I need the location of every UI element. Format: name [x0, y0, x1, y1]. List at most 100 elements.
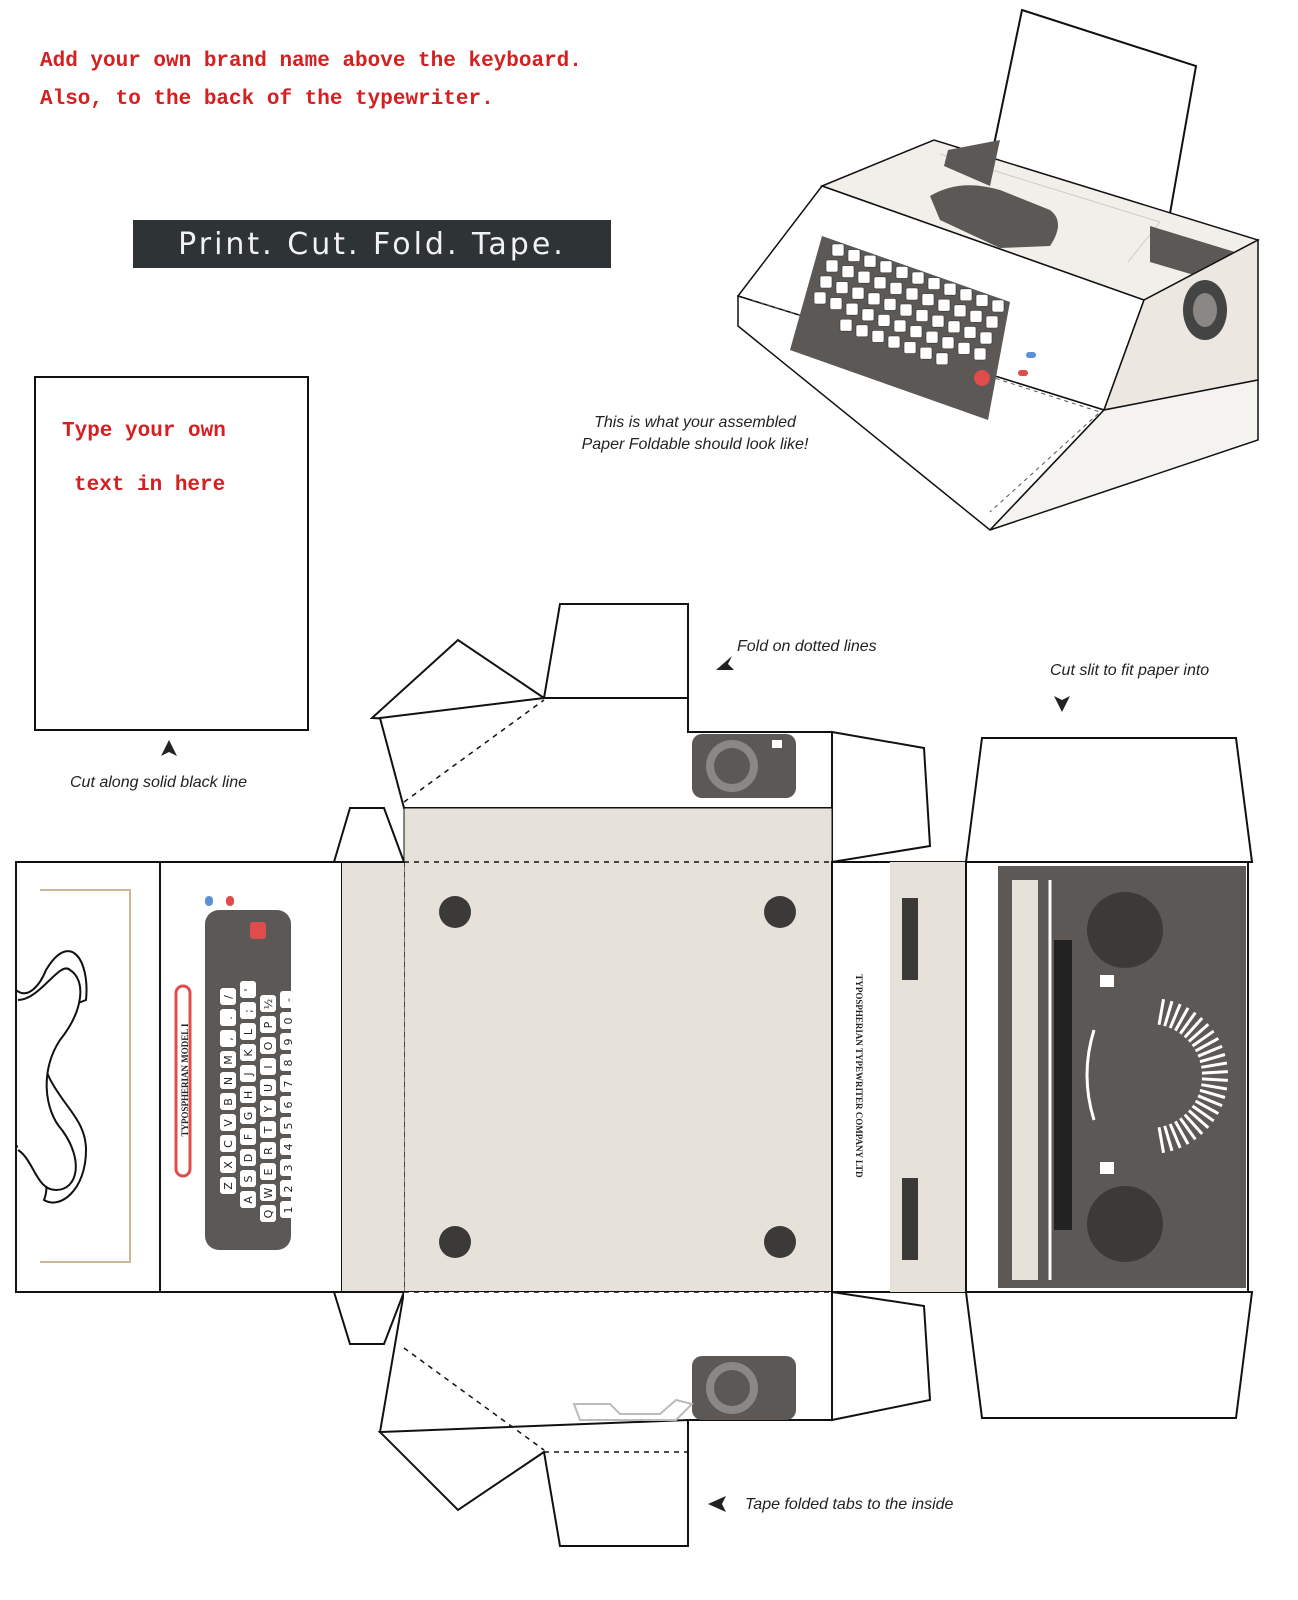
mini-key — [979, 331, 993, 345]
key-label: U — [262, 1084, 275, 1092]
key — [220, 1009, 236, 1026]
typebar — [1199, 1088, 1226, 1099]
key-label: 4 — [282, 1144, 295, 1151]
instruction-brand-back: Also, to the back of the typewriter. — [40, 88, 494, 111]
key — [280, 1201, 296, 1218]
mini-key — [963, 326, 977, 339]
key-label: 3 — [282, 1165, 295, 1172]
key-label: A — [242, 1196, 255, 1204]
typebar — [1191, 1029, 1215, 1048]
mini-key — [959, 288, 973, 302]
key — [260, 1142, 276, 1159]
mini-key — [969, 310, 983, 323]
key — [240, 1002, 256, 1019]
key-label: C — [222, 1140, 235, 1148]
key — [220, 1093, 236, 1110]
flat-template: 1234567890-QWERTYUIOP½ASDFGHJKL;'ZXCVBNM… — [15, 603, 1254, 1547]
key-label: J — [242, 1072, 255, 1076]
note-fold-lines: Fold on dotted lines — [737, 638, 877, 655]
key-label: Y — [262, 1105, 275, 1113]
key-label: G — [242, 1112, 255, 1121]
key-label: T — [262, 1126, 275, 1134]
mini-key — [931, 314, 945, 328]
mini-key — [825, 259, 839, 273]
arrow-down-icon — [1054, 696, 1070, 712]
note-cut-slit: Cut slit to fit paper into — [1050, 662, 1210, 679]
key-label: 1 — [282, 1207, 295, 1214]
key — [240, 1044, 256, 1061]
key — [220, 1051, 236, 1068]
mini-key — [943, 282, 957, 296]
typebar — [1179, 1011, 1197, 1035]
key — [260, 1058, 276, 1075]
mini-key — [877, 314, 891, 327]
typebar — [1187, 1109, 1210, 1129]
typebar — [1157, 998, 1166, 1026]
typebar — [1183, 1113, 1204, 1135]
key — [260, 1121, 276, 1138]
key-label: 2 — [282, 1186, 295, 1193]
key-label: O — [262, 1041, 275, 1050]
mini-key — [957, 342, 971, 355]
key — [280, 1180, 296, 1197]
mini-key — [857, 270, 871, 284]
mini-key — [887, 335, 901, 349]
key-label: ½ — [262, 999, 275, 1010]
mini-key — [899, 303, 913, 317]
key-label: 0 — [282, 1018, 295, 1025]
mini-key — [991, 299, 1005, 313]
key — [260, 1079, 276, 1096]
typebar — [1201, 1083, 1228, 1091]
key-label: V — [222, 1119, 235, 1127]
mini-key — [851, 286, 865, 300]
mini-key — [867, 292, 881, 306]
key — [220, 988, 236, 1005]
typebar — [1201, 1070, 1228, 1075]
mini-key — [895, 266, 909, 279]
key — [280, 1075, 296, 1092]
mini-key — [813, 291, 827, 305]
key-label: K — [242, 1049, 255, 1057]
mini-key — [935, 352, 949, 366]
arrow-down-left-icon — [716, 656, 734, 670]
model-label: TYPOSPHERIAN MODEL I — [180, 1023, 190, 1137]
key — [220, 1030, 236, 1047]
key — [240, 1128, 256, 1145]
key — [240, 1170, 256, 1187]
mini-key — [863, 254, 877, 268]
typebar — [1187, 1023, 1210, 1043]
typebar — [1163, 1125, 1174, 1152]
typebar — [1179, 1117, 1197, 1141]
key — [240, 1191, 256, 1208]
key-label: E — [262, 1168, 275, 1175]
mini-key — [889, 282, 903, 295]
mini-key — [953, 304, 967, 318]
key — [240, 1107, 256, 1124]
mini-key — [855, 324, 869, 338]
key-label: 6 — [282, 1102, 295, 1109]
mini-key — [937, 298, 951, 312]
key-label: P — [262, 1021, 275, 1028]
mini-key — [911, 271, 925, 285]
key-label: . — [222, 1016, 235, 1020]
key — [240, 1086, 256, 1103]
key — [220, 1135, 236, 1152]
key — [260, 1184, 276, 1201]
note-assembled-line1: This is what your assembled — [594, 414, 796, 431]
key — [280, 1033, 296, 1050]
company-label: TYPOSPHERIAN TYPEWRITER COMPANY LTD — [854, 974, 864, 1178]
key — [280, 1159, 296, 1176]
key-label: 5 — [282, 1123, 295, 1130]
mini-key — [829, 297, 843, 310]
typebar — [1191, 1104, 1215, 1123]
paper-text-line1: Type your own — [62, 420, 226, 443]
typebar — [1194, 1037, 1220, 1053]
mini-key — [975, 294, 989, 307]
mini-key — [841, 265, 855, 278]
mini-key — [831, 243, 845, 257]
key — [260, 1100, 276, 1117]
key — [280, 1096, 296, 1113]
key — [280, 1054, 296, 1071]
key-label: D — [242, 1154, 255, 1162]
mini-key — [909, 325, 923, 338]
